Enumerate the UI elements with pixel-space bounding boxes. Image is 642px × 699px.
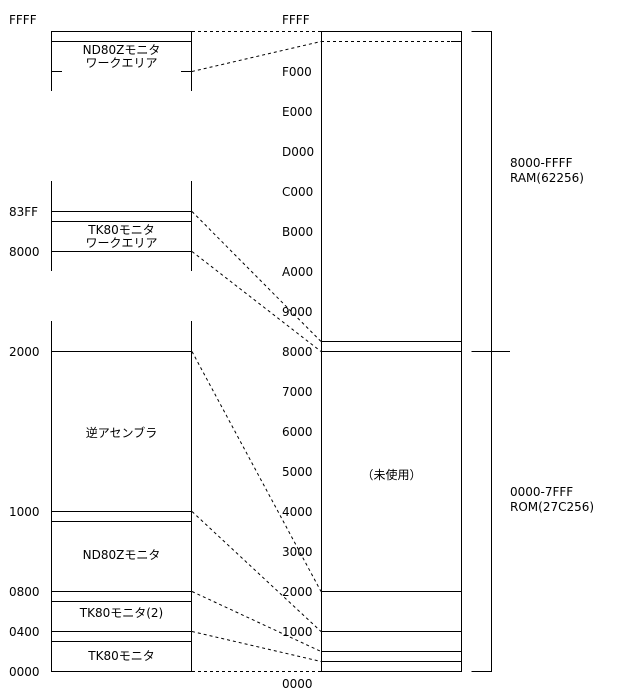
right-addr-ffff: FFFF <box>282 13 310 27</box>
unused-area-label: （未使用） <box>361 468 422 482</box>
rom-chip-label: ROM(27C256) <box>510 500 595 514</box>
map-line-ffff-work <box>191 41 322 72</box>
block-nd80z-work-line2: ワークエリア <box>85 56 158 70</box>
right-addr-7000: 7000 <box>282 385 313 399</box>
right-addr-8000: 8000 <box>282 345 313 359</box>
right-addr-e000: E000 <box>282 105 313 119</box>
right-addr-9000: 9000 <box>282 305 313 319</box>
map-line-0400 <box>191 631 322 662</box>
left-addr-ffff: FFFF <box>9 13 37 27</box>
block-tk80-work-line2: ワークエリア <box>85 236 158 250</box>
left-addr-0400: 0400 <box>9 625 40 639</box>
block-tk80-monitor-2: TK80モニタ(2) <box>79 606 164 620</box>
block-nd80z-monitor: ND80Zモニタ <box>82 548 161 562</box>
right-addr-a000: A000 <box>282 265 314 279</box>
right-addr-5000: 5000 <box>282 465 313 479</box>
right-addr-c000: C000 <box>282 185 314 199</box>
map-line-1000 <box>191 511 322 632</box>
left-addr-0800: 0800 <box>9 585 40 599</box>
right-addr-3000: 3000 <box>282 545 313 559</box>
ram-brace <box>471 31 492 352</box>
right-addr-2000: 2000 <box>282 585 313 599</box>
map-line-83ff <box>191 211 322 342</box>
left-addr-0000: 0000 <box>9 665 40 679</box>
right-addr-6000: 6000 <box>282 425 313 439</box>
rom-range-label: 0000-7FFF <box>510 485 574 499</box>
left-addr-83ff: 83FF <box>9 205 39 219</box>
right-addr-b000: B000 <box>282 225 314 239</box>
rom-brace <box>471 351 492 672</box>
right-addr-1000: 1000 <box>282 625 313 639</box>
map-line-0800 <box>191 591 322 652</box>
right-addr-f000: F000 <box>282 65 312 79</box>
block-tk80-work-line1: TK80モニタ <box>88 223 155 237</box>
block-tk80-monitor: TK80モニタ <box>88 649 155 663</box>
ram-chip-label: RAM(62256) <box>510 171 584 185</box>
block-disassembler: 逆アセンブラ <box>85 426 158 440</box>
left-addr-2000: 2000 <box>9 345 40 359</box>
left-addr-1000: 1000 <box>9 505 40 519</box>
right-addr-d000: D000 <box>282 145 315 159</box>
block-nd80z-work-line1: ND80Zモニタ <box>82 43 161 57</box>
right-addr-4000: 4000 <box>282 505 313 519</box>
right-addr-0000: 0000 <box>282 677 313 691</box>
left-addr-8000: 8000 <box>9 245 40 259</box>
ram-range-label: 8000-FFFF <box>510 156 573 170</box>
